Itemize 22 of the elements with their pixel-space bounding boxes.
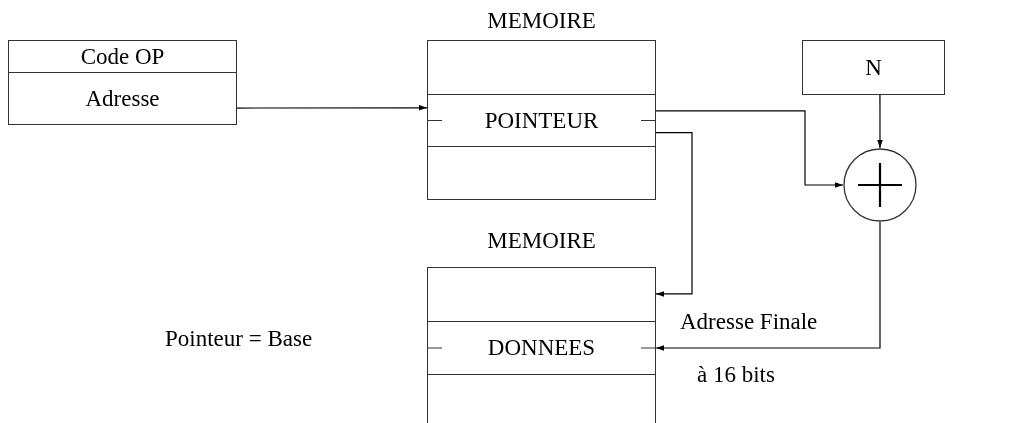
arrow xyxy=(655,221,881,351)
memory-cell xyxy=(427,40,656,95)
adder-circle xyxy=(843,148,917,222)
memory-cell xyxy=(427,94,656,147)
cell-label: N xyxy=(865,54,882,81)
register-box xyxy=(802,40,945,95)
arrow xyxy=(877,94,883,149)
register-box xyxy=(8,72,237,125)
cell-label: POINTEUR xyxy=(484,107,599,134)
memory-cell xyxy=(427,321,656,375)
cell-label: DONNEES xyxy=(487,335,596,361)
arrow xyxy=(655,110,844,188)
register-box xyxy=(8,40,237,73)
cell-label: Code OP xyxy=(80,43,165,70)
arrow xyxy=(236,104,428,111)
memory-cell xyxy=(427,267,656,322)
memory-heading: MEMOIRE xyxy=(486,228,597,254)
memory-heading: MEMOIRE xyxy=(486,8,597,34)
arrow xyxy=(655,132,693,297)
memory-cell xyxy=(427,374,656,423)
memory-cell xyxy=(427,146,656,200)
cell-label: Adresse xyxy=(85,85,160,112)
